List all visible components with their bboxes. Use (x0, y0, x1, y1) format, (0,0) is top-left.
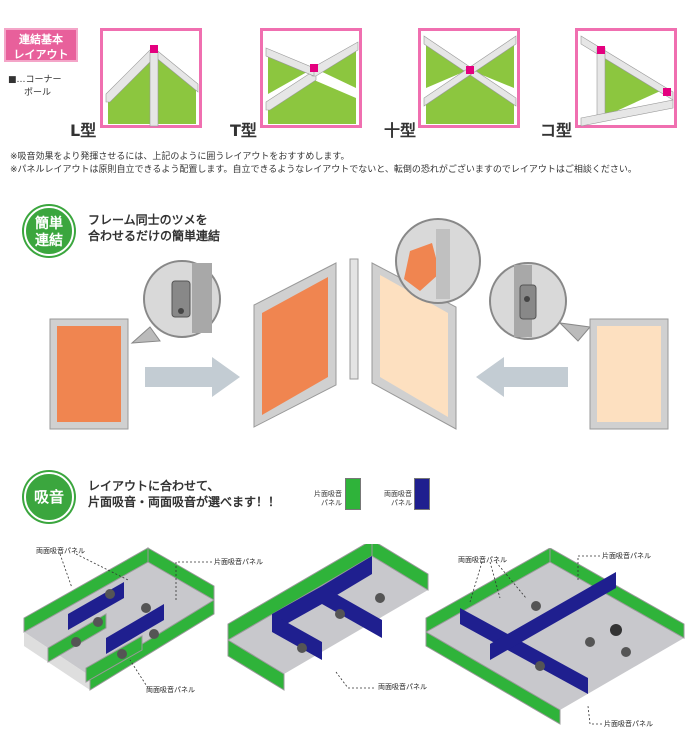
sound-absorb-headline: レイアウトに合わせて、 片面吸音・両面吸音が選べます！！ (88, 479, 281, 509)
corner-pole-legend: ■…コーナー ポール (8, 74, 62, 100)
corner-pole-marker (150, 45, 158, 53)
double-swatch-label: 両面吸音 パネル (384, 490, 412, 507)
easy-connect-headline: フレーム同士のツメを 合わせるだけの簡単連結 (88, 213, 221, 243)
basic-layout-badge: 連結基本 レイアウト (4, 28, 78, 62)
label-d3-double: 両面吸音パネル (458, 556, 507, 564)
label-d1-double-top: 両面吸音パネル (36, 547, 85, 555)
center-right-panel (371, 262, 457, 430)
l-layout-label: L型 (70, 121, 97, 140)
label-d3-single-bottom: 片面吸音パネル (604, 720, 653, 728)
l-layout-diagram (100, 28, 202, 128)
note-2: ※パネルレイアウトは原則自立できるよう配置します。自立できるようなレイアウトでな… (10, 165, 637, 175)
left-small-panel (49, 318, 129, 430)
leader-lines (59, 553, 602, 725)
left-magnifier (130, 260, 221, 344)
center-left-panel (253, 262, 337, 428)
connection-illustration (49, 218, 669, 430)
center-pole (349, 258, 359, 380)
t-layout-label: T型 (230, 121, 257, 140)
t-layout-diagram (260, 28, 362, 128)
legend-line-2: ポール (24, 88, 52, 98)
office-layout-1 (23, 547, 215, 691)
u-layout-diagram (575, 28, 677, 128)
office-layout-2 (227, 544, 429, 691)
u-layout-label: コ型 (540, 121, 573, 140)
right-magnifier (489, 262, 591, 342)
legend-line-1: ■…コーナー (8, 75, 62, 85)
label-d3-single-top: 片面吸音パネル (602, 552, 651, 560)
cross-layout-diagram (418, 28, 520, 128)
label-d2-double: 両面吸音パネル (378, 683, 427, 691)
label-d1-single: 片面吸音パネル (214, 558, 263, 566)
right-small-panel (589, 318, 669, 430)
double-sided-swatch (414, 478, 430, 510)
single-sided-swatch (345, 478, 361, 510)
office-layout-3 (425, 548, 685, 725)
arrow-right (145, 357, 240, 397)
arrow-left (476, 357, 568, 397)
sound-absorb-badge: 吸音 (24, 472, 74, 522)
top-magnifier (395, 218, 481, 304)
note-1: ※吸音効果をより発揮させるには、上記のように囲うレイアウトをおすすめします。 (10, 152, 350, 162)
cross-layout-label: 十型 (384, 121, 417, 140)
label-d1-double-bottom: 両面吸音パネル (146, 686, 195, 694)
badge-line-2: レイアウト (13, 48, 69, 61)
single-swatch-label: 片面吸音 パネル (314, 490, 342, 507)
badge-line-1: 連結基本 (19, 33, 63, 46)
easy-connect-badge: 簡単 連結 (24, 206, 74, 256)
